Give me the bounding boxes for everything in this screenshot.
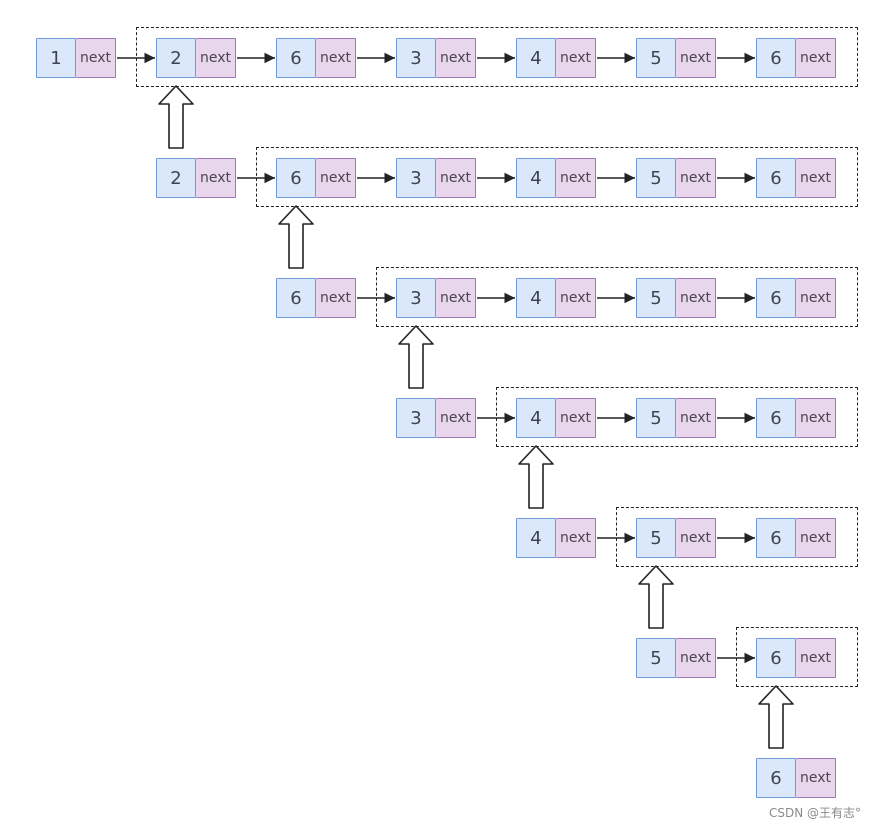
node-value: 4 xyxy=(516,398,556,438)
recursion-return-arrow xyxy=(518,445,554,509)
node-value: 6 xyxy=(756,398,796,438)
node-value: 6 xyxy=(756,518,796,558)
node-value: 6 xyxy=(276,38,316,78)
node-value: 1 xyxy=(36,38,76,78)
node-next-pointer: next xyxy=(796,278,836,318)
node-next-pointer: next xyxy=(76,38,116,78)
recursion-return-arrow xyxy=(158,85,194,149)
sublist-group-box xyxy=(736,627,858,687)
node-next-pointer: next xyxy=(796,158,836,198)
node-next-pointer: next xyxy=(556,518,596,558)
node-value: 5 xyxy=(636,278,676,318)
sublist-group-box xyxy=(136,27,858,87)
sublist-group-box xyxy=(496,387,858,447)
node-next-pointer: next xyxy=(796,758,836,798)
node-value: 4 xyxy=(516,518,556,558)
recursion-return-arrow xyxy=(278,205,314,269)
node-next-pointer: next xyxy=(196,158,236,198)
node-next-pointer: next xyxy=(436,398,476,438)
node-value: 6 xyxy=(276,278,316,318)
sublist-group-box xyxy=(376,267,858,327)
node-value: 5 xyxy=(636,398,676,438)
node-value: 5 xyxy=(636,638,676,678)
node-next-pointer: next xyxy=(796,38,836,78)
node-next-pointer: next xyxy=(196,38,236,78)
recursion-return-arrow xyxy=(398,325,434,389)
node-value: 3 xyxy=(396,38,436,78)
sublist-group-box xyxy=(256,147,858,207)
node-next-pointer: next xyxy=(556,158,596,198)
node-value: 5 xyxy=(636,158,676,198)
node-value: 3 xyxy=(396,398,436,438)
node-next-pointer: next xyxy=(796,638,836,678)
node-value: 4 xyxy=(516,278,556,318)
sublist-group-box xyxy=(616,507,858,567)
node-value: 2 xyxy=(156,158,196,198)
node-value: 6 xyxy=(276,158,316,198)
node-value: 3 xyxy=(396,278,436,318)
node-next-pointer: next xyxy=(796,398,836,438)
node-value: 4 xyxy=(516,38,556,78)
node-next-pointer: next xyxy=(676,158,716,198)
node-next-pointer: next xyxy=(436,38,476,78)
node-next-pointer: next xyxy=(316,38,356,78)
recursion-return-arrow xyxy=(758,685,794,749)
node-next-pointer: next xyxy=(676,398,716,438)
node-value: 3 xyxy=(396,158,436,198)
node-next-pointer: next xyxy=(436,158,476,198)
node-next-pointer: next xyxy=(556,398,596,438)
node-value: 6 xyxy=(756,38,796,78)
node-next-pointer: next xyxy=(556,38,596,78)
node-next-pointer: next xyxy=(556,278,596,318)
node-value: 5 xyxy=(636,38,676,78)
node-next-pointer: next xyxy=(316,158,356,198)
node-value: 6 xyxy=(756,278,796,318)
node-value: 5 xyxy=(636,518,676,558)
node-value: 2 xyxy=(156,38,196,78)
node-next-pointer: next xyxy=(676,278,716,318)
node-next-pointer: next xyxy=(676,638,716,678)
node-value: 6 xyxy=(756,638,796,678)
recursion-return-arrow xyxy=(638,565,674,629)
node-value: 4 xyxy=(516,158,556,198)
node-next-pointer: next xyxy=(316,278,356,318)
node-next-pointer: next xyxy=(796,518,836,558)
node-next-pointer: next xyxy=(436,278,476,318)
watermark: CSDN @王有志° xyxy=(768,806,861,820)
node-value: 6 xyxy=(756,758,796,798)
node-value: 6 xyxy=(756,158,796,198)
node-next-pointer: next xyxy=(676,38,716,78)
node-next-pointer: next xyxy=(676,518,716,558)
